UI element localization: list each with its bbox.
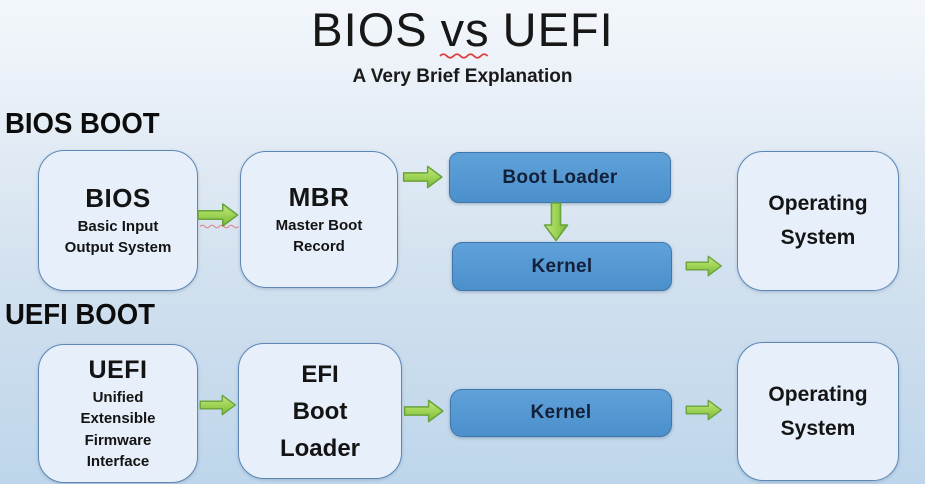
title-bios: BIOS	[311, 3, 428, 56]
bios-sub-line2: Output System	[64, 239, 172, 256]
spellcheck-squiggle-arrow-icon	[199, 224, 239, 229]
bios-node-title: BIOS	[85, 183, 151, 213]
kernel-label-uefi: Kernel	[530, 402, 592, 423]
boot-loader-label: Boot Loader	[502, 166, 618, 188]
os-line2-bios: System	[780, 226, 856, 249]
uefi-sub-line1: Unified	[92, 388, 144, 406]
uefi-sub-line2: Extensible	[80, 410, 156, 427]
efi-line1: EFI	[301, 360, 339, 388]
uefi-node: UEFI Unified Extensible Firmware Interfa…	[38, 344, 198, 483]
title-uefi: UEFI	[502, 3, 614, 56]
kernel-node-uefi: Kernel	[450, 389, 672, 437]
mbr-sub-line2: Record	[293, 238, 345, 255]
title-vs: vs	[439, 1, 490, 59]
mbr-node-title: MBR	[288, 182, 350, 212]
mbr-sub-line1: Master Boot	[275, 217, 363, 234]
arrow-right-kernel-to-os-icon	[685, 255, 723, 277]
title-vs-text: vs	[440, 3, 490, 56]
arrow-right-bios-to-mbr-icon	[197, 203, 239, 227]
os-line1-uefi: Operating	[768, 382, 868, 406]
uefi-boot-heading: UEFI BOOT	[5, 299, 155, 331]
os-line2-uefi: System	[780, 416, 856, 440]
page-subtitle: A Very Brief Explanation	[352, 66, 573, 87]
uefi-node-subtitle: Unified Extensible Firmware Interface	[80, 387, 155, 473]
arrow-down-bootloader-to-kernel-icon	[543, 202, 569, 242]
efi-line2: Boot	[292, 397, 348, 425]
arrow-right-kernel-to-os-uefi-icon	[685, 399, 723, 421]
uefi-sub-line3: Firmware	[84, 431, 152, 449]
arrow-right-mbr-to-bootloader-icon	[402, 165, 443, 189]
mbr-node-subtitle: Master Boot Record	[276, 215, 363, 257]
kernel-node-bios: Kernel	[452, 242, 672, 291]
efi-boot-loader-node: EFI Boot Loader	[238, 343, 402, 479]
operating-system-node-bios: Operating System	[737, 151, 899, 291]
mbr-node: MBR Master Boot Record	[240, 151, 398, 288]
bios-boot-heading: BIOS BOOT	[5, 108, 160, 140]
kernel-label-bios: Kernel	[531, 255, 593, 277]
bios-node-subtitle: Basic Input Output System	[65, 216, 172, 258]
uefi-sub-line4: Interface	[86, 453, 150, 470]
arrow-right-efi-to-kernel-icon	[403, 399, 444, 423]
os-line1-bios: Operating	[768, 192, 868, 215]
spellcheck-squiggle-icon	[439, 53, 488, 59]
arrow-right-uefi-to-efi-icon	[199, 394, 237, 416]
operating-system-node-uefi: Operating System	[737, 342, 899, 481]
efi-line3: Loader	[279, 434, 360, 462]
boot-loader-node: Boot Loader	[449, 152, 671, 203]
bios-sub-line1: Basic Input	[77, 218, 159, 235]
bios-node: BIOS Basic Input Output System	[38, 150, 198, 291]
uefi-node-title: UEFI	[88, 355, 148, 384]
